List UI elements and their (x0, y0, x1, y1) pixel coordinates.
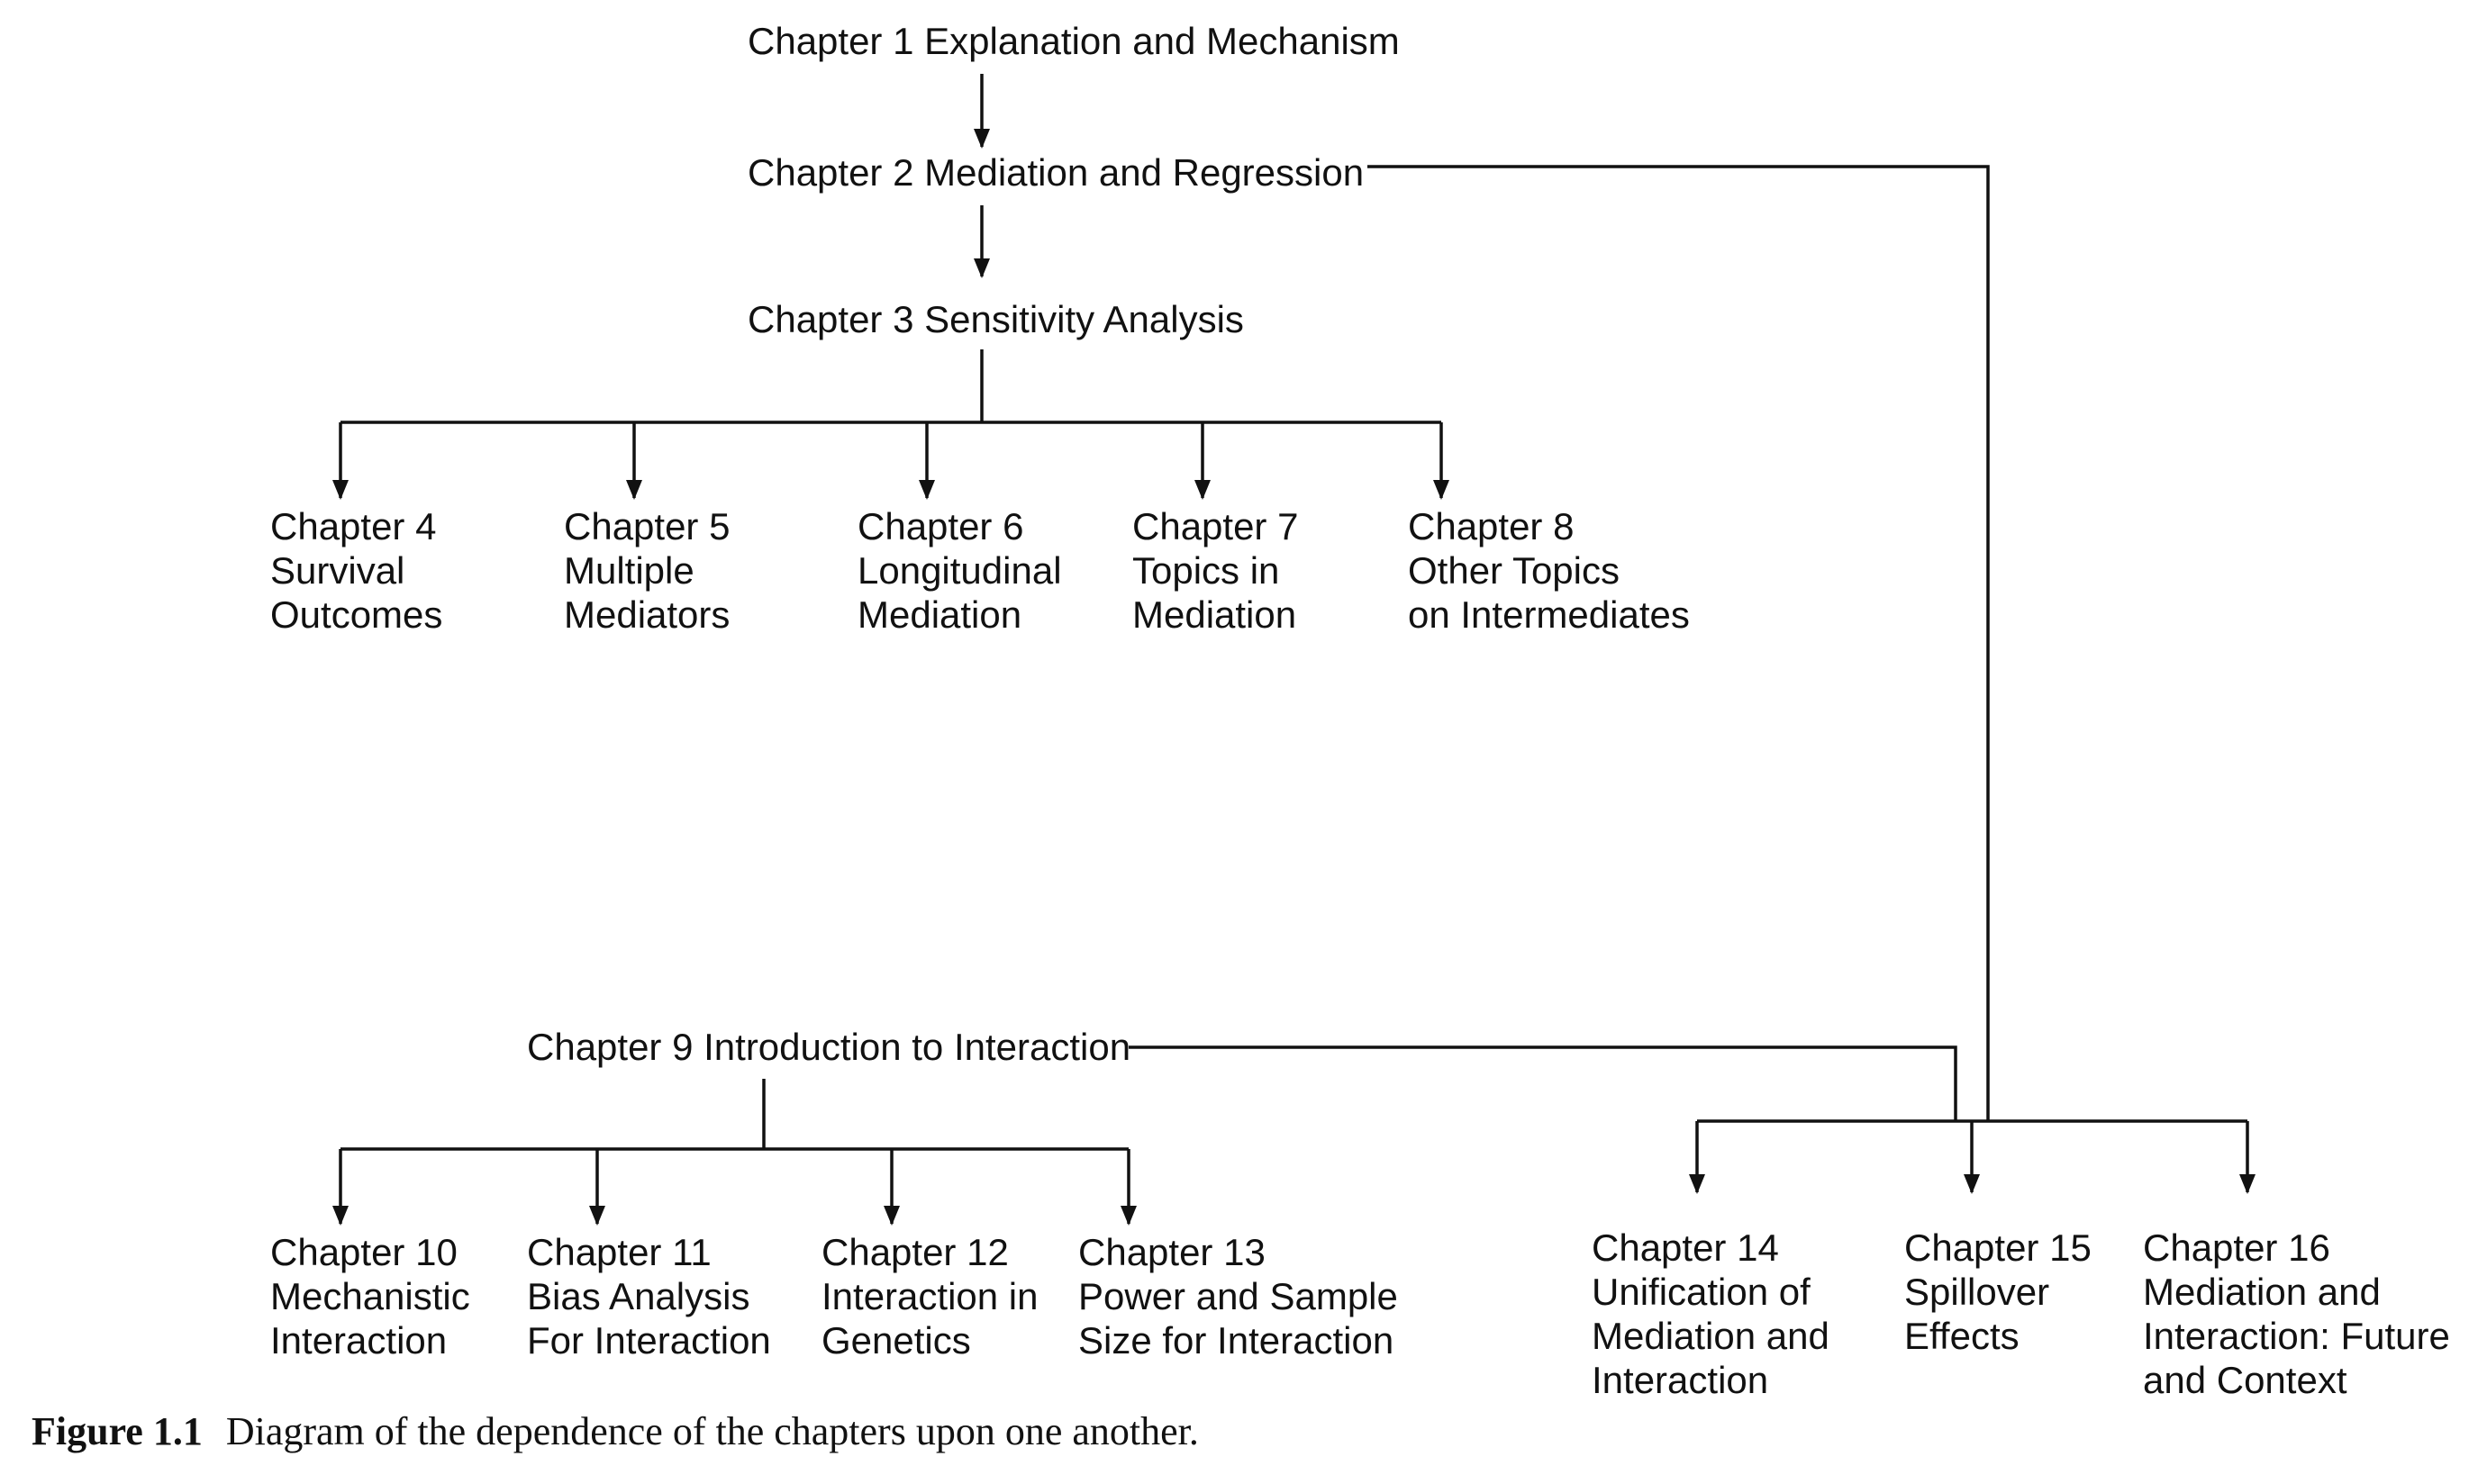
node-ch6-line-2: Longitudinal (858, 549, 1062, 592)
node-ch8-line-2: Other Topics (1408, 549, 1620, 592)
node-ch16-line-1: Chapter 16 (2143, 1226, 2330, 1269)
connector-lines (332, 74, 2256, 1226)
node-ch5-line-1: Chapter 5 (564, 505, 731, 547)
node-ch11-line-3: For Interaction (527, 1319, 771, 1362)
node-ch10-line-1: Chapter 10 (270, 1231, 458, 1273)
node-ch10-line-3: Interaction (270, 1319, 448, 1362)
node-ch4-line-2: Survival (270, 549, 405, 592)
node-ch12-line-3: Genetics (821, 1319, 971, 1362)
node-ch5-line-2: Multiple (564, 549, 694, 592)
node-ch11-line-1: Chapter 11 (527, 1231, 712, 1273)
node-ch3-line-1: Chapter 3 Sensitivity Analysis (748, 298, 1244, 340)
node-ch11-line-2: Bias Analysis (527, 1275, 750, 1317)
figure-caption-text: Diagram of the dependence of the chapter… (225, 1409, 1199, 1453)
figure-label: Figure 1.1 (32, 1409, 203, 1453)
node-ch5-line-3: Mediators (564, 593, 731, 636)
node-ch1-line-1: Chapter 1 Explanation and Mechanism (748, 20, 1400, 62)
node-ch8-line-1: Chapter 8 (1408, 505, 1575, 547)
node-ch6-line-1: Chapter 6 (858, 505, 1024, 547)
node-ch7-line-1: Chapter 7 (1132, 505, 1299, 547)
node-ch4-line-1: Chapter 4 (270, 505, 437, 547)
node-ch7-line-3: Mediation (1132, 593, 1297, 636)
node-ch16-line-4: and Context (2143, 1359, 2347, 1401)
node-ch6-line-3: Mediation (858, 593, 1022, 636)
edge-ch9-route (1129, 1045, 1957, 1121)
node-ch14-line-3: Mediation and (1592, 1315, 1829, 1357)
node-chapter-9: Chapter 9 Introduction to Interaction (527, 1025, 1130, 1069)
node-chapter-2: Chapter 2 Mediation and Regression (748, 150, 1364, 195)
figure-caption: Figure 1.1 Diagram of the dependence of t… (32, 1407, 1199, 1457)
node-ch14-line-2: Unification of (1592, 1271, 1811, 1313)
node-ch12-line-1: Chapter 12 (821, 1231, 1009, 1273)
node-ch13-line-3: Size for Interaction (1078, 1319, 1394, 1362)
node-ch7-line-2: Topics in (1132, 549, 1280, 592)
node-ch15-line-3: Effects (1904, 1315, 2020, 1357)
node-ch12-line-2: Interaction in (821, 1275, 1039, 1317)
node-ch9-line-1: Chapter 9 Introduction to Interaction (527, 1026, 1131, 1068)
node-ch16-line-3: Interaction: Future (2143, 1315, 2450, 1357)
node-ch4-line-3: Outcomes (270, 593, 443, 636)
node-ch14-line-4: Interaction (1592, 1359, 1769, 1401)
node-ch14-line-1: Chapter 14 (1592, 1226, 1779, 1269)
node-ch16-line-2: Mediation and (2143, 1271, 2381, 1313)
node-ch8-line-3: on Intermediates (1408, 593, 1690, 636)
node-ch10-line-2: Mechanistic (270, 1275, 470, 1317)
edge-ch2-route (1367, 165, 1990, 1121)
node-chapter-3: Chapter 3 Sensitivity Analysis (748, 297, 1244, 341)
node-ch15-line-2: Spillover (1904, 1271, 2050, 1313)
node-chapter-1: Chapter 1 Explanation and Mechanism (748, 19, 1400, 63)
node-ch13-line-1: Chapter 13 (1078, 1231, 1266, 1273)
node-ch2-line-1: Chapter 2 Mediation and Regression (748, 151, 1365, 194)
node-ch13-line-2: Power and Sample (1078, 1275, 1398, 1317)
node-ch15-line-1: Chapter 15 (1904, 1226, 2092, 1269)
